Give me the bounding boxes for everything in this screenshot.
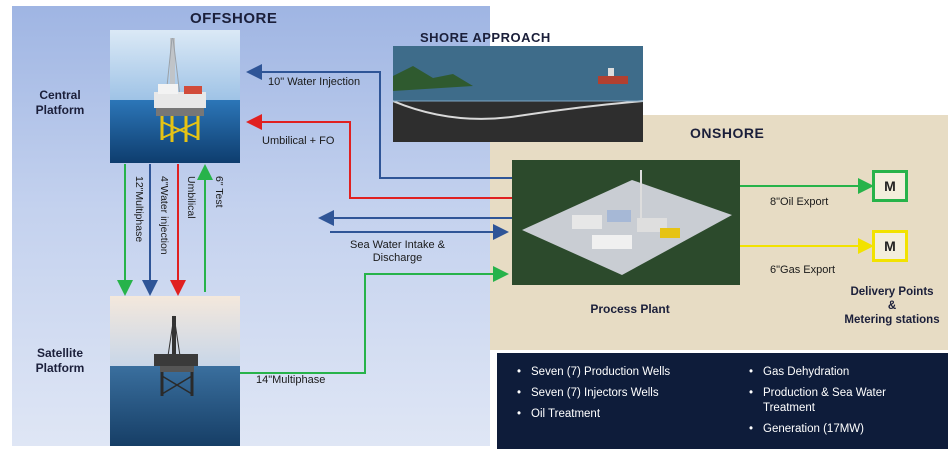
multiphase-14-label: 14"Multiphase <box>256 374 326 386</box>
offshore-title: OFFSHORE <box>190 10 278 27</box>
delivery-points-label: Delivery Points & Metering stations <box>844 286 940 326</box>
scope-item: Seven (7) Injectors Wells <box>515 386 715 401</box>
gas-meter: M <box>872 230 908 262</box>
shore-approach-title: SHORE APPROACH <box>420 30 551 45</box>
sea-water-label: Sea Water Intake & Discharge <box>350 239 445 264</box>
scope-item: Oil Treatment <box>515 407 715 422</box>
umbilical-label: Umbilical <box>185 176 197 219</box>
shore-approach-image <box>393 46 643 142</box>
process-plant-label: Process Plant <box>590 302 670 316</box>
scope-list-right: Gas Dehydration Production & Sea Water T… <box>747 365 937 437</box>
gas-export-label: 6"Gas Export <box>770 264 836 276</box>
scope-list-left: Seven (7) Production Wells Seven (7) Inj… <box>515 365 715 422</box>
water-injection-10-label: 10" Water Injection <box>268 76 361 88</box>
scope-item: Seven (7) Production Wells <box>515 365 715 380</box>
central-platform-label: Central Platform <box>35 88 85 117</box>
satellite-platform-label: Satellite Platform <box>35 346 85 375</box>
onshore-title: ONSHORE <box>690 125 765 141</box>
water-injection-10-line <box>246 64 512 179</box>
central-platform-image <box>110 30 240 163</box>
oil-meter: M <box>872 170 908 202</box>
test-6-label: 6" Test <box>213 176 225 208</box>
satellite-platform-image <box>110 296 240 446</box>
scope-item: Gas Dehydration <box>747 365 937 380</box>
process-plant-image <box>512 160 740 285</box>
multiphase-12-label: 12"Multiphase <box>133 176 145 243</box>
oil-export-label: 8"Oil Export <box>770 196 829 208</box>
umbilical-fo-label: Umbilical + FO <box>262 135 335 147</box>
scope-item: Production & Sea Water Treatment <box>747 386 937 416</box>
multiphase-14-line <box>240 266 509 374</box>
water-injection-4-label: 4"Water injection <box>158 176 170 255</box>
scope-item: Generation (17MW) <box>747 422 937 437</box>
umbilical-fo-line <box>246 114 512 199</box>
scope-info-box: Seven (7) Production Wells Seven (7) Inj… <box>497 353 948 449</box>
